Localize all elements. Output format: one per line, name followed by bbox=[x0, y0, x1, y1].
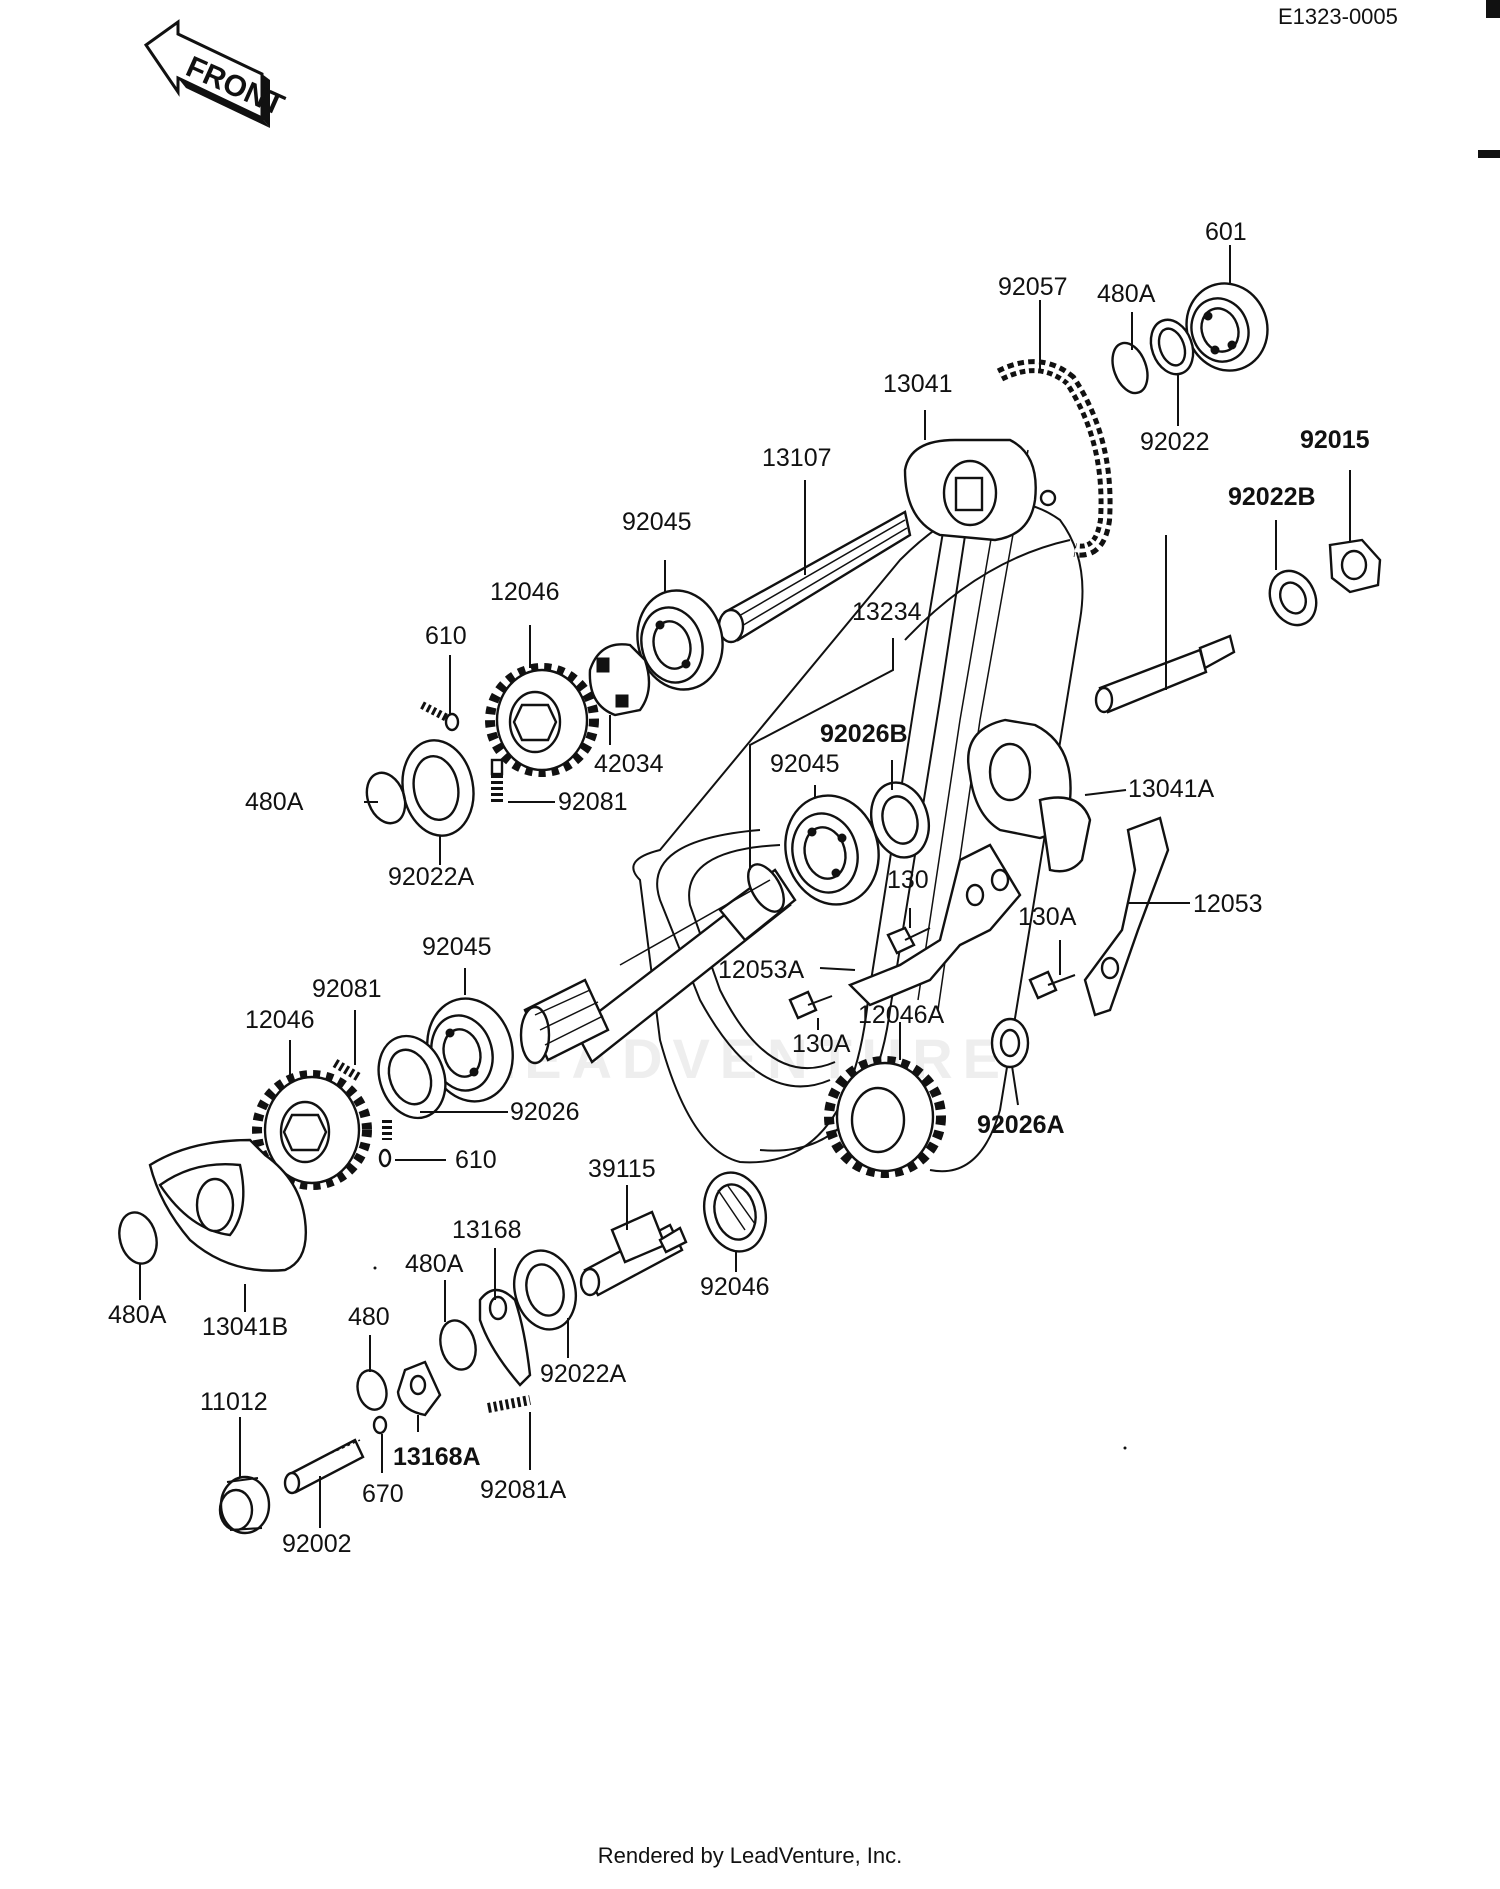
callout-670: 670 bbox=[362, 1480, 404, 1508]
callout-92045-low: 92045 bbox=[422, 933, 492, 961]
bearing-92045-mid-icon bbox=[784, 794, 880, 906]
callout-11012: 11012 bbox=[200, 1388, 268, 1416]
callout-12053A: 12053A bbox=[718, 956, 805, 984]
callout-92015: 92015 bbox=[1300, 426, 1370, 454]
spring-92081A-icon bbox=[487, 1395, 531, 1413]
callout-42034: 42034 bbox=[594, 750, 664, 778]
plate-13168-icon bbox=[478, 1288, 532, 1387]
callout-610-top: 610 bbox=[425, 622, 467, 650]
footer-credit: Rendered by LeadVenture, Inc. bbox=[597, 1843, 903, 1868]
callout-610-low: 610 bbox=[455, 1146, 497, 1174]
spring-92081-low-icon bbox=[332, 1059, 363, 1082]
bearing-92045-low-icon bbox=[426, 997, 514, 1103]
circlip-480A-left-icon bbox=[365, 771, 407, 825]
callout-92045-top: 92045 bbox=[622, 508, 692, 536]
callout-12053: 12053 bbox=[1193, 890, 1263, 918]
speck-mark bbox=[1123, 1446, 1127, 1450]
shaft-39115-icon bbox=[579, 1210, 688, 1297]
circlip-480-icon bbox=[356, 1369, 388, 1411]
gear-12046-top-icon bbox=[485, 663, 599, 777]
stud-92002-icon bbox=[283, 1438, 365, 1495]
callout-12046A: 12046A bbox=[858, 1001, 945, 1029]
callout-92002: 92002 bbox=[282, 1530, 352, 1558]
shaft-13107-icon bbox=[717, 510, 912, 644]
callout-13041A: 13041A bbox=[1128, 775, 1215, 803]
washer-92022A-top-icon bbox=[401, 739, 475, 837]
bolt-130-icon bbox=[886, 926, 931, 955]
callout-92022: 92022 bbox=[1140, 428, 1210, 456]
spring-92081-top-icon bbox=[490, 758, 504, 805]
inner-chain-loop bbox=[656, 829, 836, 1088]
sprocket-housing-13041A-icon bbox=[967, 718, 1092, 873]
plate-13168A-icon bbox=[396, 1360, 442, 1417]
callout-12046-low: 12046 bbox=[245, 1006, 315, 1034]
callout-12046-top: 12046 bbox=[490, 578, 560, 606]
sprocket-housing-13041B-icon bbox=[148, 1138, 307, 1272]
callout-480A-left: 480A bbox=[245, 788, 304, 816]
washer-92022B-icon bbox=[1268, 569, 1318, 627]
callout-92022A-top: 92022A bbox=[388, 863, 475, 891]
sprocket-housing-13041-icon bbox=[903, 438, 1057, 542]
leader-lines bbox=[139, 245, 1351, 1528]
callout-480A-top: 480A bbox=[1097, 280, 1156, 308]
callout-13168: 13168 bbox=[452, 1216, 522, 1244]
spring-610-top-icon bbox=[420, 701, 460, 732]
callout-92081A: 92081A bbox=[480, 1476, 567, 1504]
callout-130A-low: 130A bbox=[792, 1030, 851, 1058]
cap-11012-icon bbox=[218, 1475, 271, 1535]
spring-610-low-icon bbox=[378, 1120, 392, 1168]
callout-480A-bottom-left: 480A bbox=[108, 1301, 167, 1329]
nut-92015-icon bbox=[1328, 538, 1382, 594]
edge-mark-top bbox=[1486, 0, 1500, 18]
main-shaft-icon bbox=[519, 863, 797, 1065]
callout-480: 480 bbox=[348, 1303, 390, 1331]
ball-670-icon bbox=[372, 1415, 388, 1435]
callout-92022A-low: 92022A bbox=[540, 1360, 627, 1388]
callout-601: 601 bbox=[1205, 218, 1247, 246]
callout-92026B: 92026B bbox=[820, 720, 908, 748]
callout-130: 130 bbox=[887, 866, 929, 894]
callout-92045-mid: 92045 bbox=[770, 750, 840, 778]
washer-92026-icon bbox=[377, 1034, 447, 1120]
needle-bearing-92046-icon bbox=[703, 1171, 767, 1253]
callout-13234: 13234 bbox=[852, 598, 922, 626]
shaft-13234-icon bbox=[1094, 634, 1236, 714]
edge-mark-mid bbox=[1478, 150, 1500, 158]
callout-130A-right: 130A bbox=[1018, 903, 1077, 931]
hub-42034-icon bbox=[588, 643, 651, 717]
sprocket-12046A-icon bbox=[824, 1056, 946, 1178]
callout-92026: 92026 bbox=[510, 1098, 580, 1126]
callout-13041B: 13041B bbox=[202, 1313, 288, 1341]
callout-92057: 92057 bbox=[998, 273, 1068, 301]
tensioner-arm-12053-icon bbox=[1083, 816, 1170, 1017]
circlip-480A-mid-icon bbox=[439, 1319, 477, 1371]
bolt-130A-low-icon bbox=[788, 990, 833, 1020]
callout-92046: 92046 bbox=[700, 1273, 770, 1301]
callout-labels: 601 92057 480A 13041 92022 92015 13107 9… bbox=[108, 218, 1370, 1558]
callout-92026A: 92026A bbox=[977, 1111, 1065, 1139]
circlip-480A-top-icon bbox=[1111, 341, 1149, 395]
callout-13041: 13041 bbox=[883, 370, 953, 398]
callout-13168A: 13168A bbox=[393, 1443, 481, 1471]
callout-480A-mid: 480A bbox=[405, 1250, 464, 1278]
callout-13107: 13107 bbox=[762, 444, 832, 472]
bolt-130A-right-icon bbox=[1028, 970, 1076, 1000]
circlip-480A-bottom-left-icon bbox=[118, 1211, 158, 1265]
washer-92026A-icon bbox=[990, 1017, 1030, 1069]
callout-39115: 39115 bbox=[588, 1155, 656, 1183]
bearing-92045-top-icon bbox=[636, 589, 724, 691]
speck-mark bbox=[373, 1266, 377, 1270]
front-arrow-icon: FRONT bbox=[143, 19, 289, 128]
gear-12046-low-icon bbox=[252, 1070, 372, 1190]
callout-92081-low: 92081 bbox=[312, 975, 382, 1003]
callout-92022B: 92022B bbox=[1228, 483, 1316, 511]
tensioner-arm-12053A-icon bbox=[847, 843, 1022, 1007]
callout-92081-top: 92081 bbox=[558, 788, 628, 816]
chain-92057-icon bbox=[996, 359, 1113, 558]
diagram-id: E1323-0005 bbox=[1278, 4, 1398, 29]
